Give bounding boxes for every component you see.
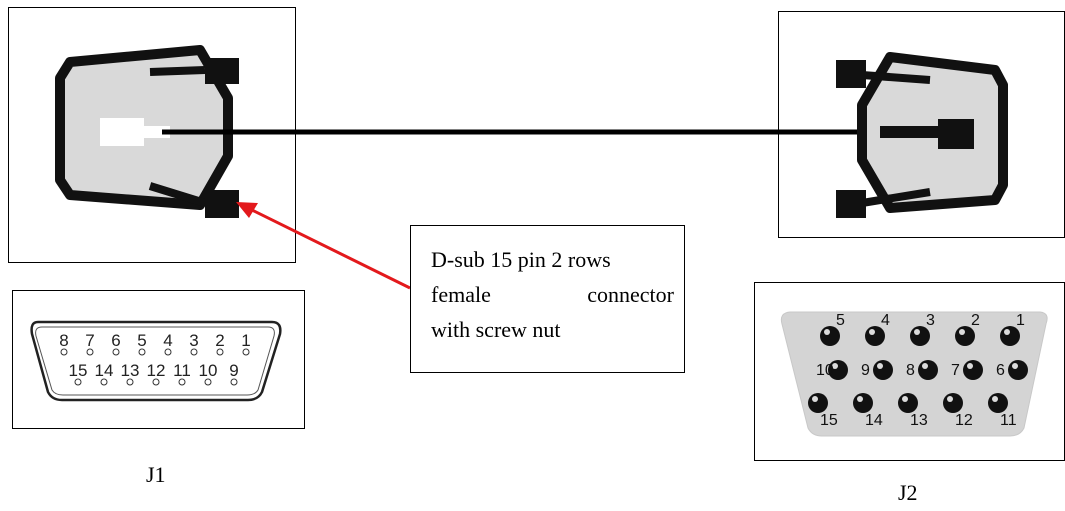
j2-pin [898, 393, 918, 413]
j1-pin-hole [126, 378, 134, 386]
j2-pin-highlight [922, 363, 928, 369]
j2-pin [873, 360, 893, 380]
j1-pin-label: 6 [111, 331, 120, 350]
j1-pin-hole [216, 348, 224, 356]
callout-line-2: female connector [431, 277, 674, 312]
j1-pin-hole [60, 348, 68, 356]
j1-pin-hole [230, 378, 238, 386]
j2-pinout-face [780, 311, 1048, 437]
j2-pin-highlight [947, 396, 953, 402]
j2-pin [820, 326, 840, 346]
j2-pin-highlight [1004, 329, 1010, 335]
j2-pin-highlight [914, 329, 920, 335]
j1-pin-label: 12 [147, 361, 166, 380]
j1-pin-label: 13 [121, 361, 140, 380]
j2-pin-highlight [992, 396, 998, 402]
j2-pin [1000, 326, 1020, 346]
j2-pin [910, 326, 930, 346]
callout-line-2-right: connector [587, 282, 674, 307]
j2-pin-highlight [824, 329, 830, 335]
j2-pin [943, 393, 963, 413]
j2-screw-top [836, 60, 931, 88]
callout-line-2-left: female [431, 282, 491, 307]
j2-pin-label: 11 [1000, 412, 1017, 429]
j2-pin [955, 326, 975, 346]
callout-box: D-sub 15 pin 2 rows female connector wit… [410, 225, 685, 373]
j1-pin-label: 14 [95, 361, 114, 380]
j1-pin-label: 1 [241, 331, 250, 350]
j2-pin [988, 393, 1008, 413]
callout-arrow [236, 202, 411, 290]
j2-pin-label: 13 [910, 412, 928, 429]
j1-pin-label: 7 [85, 331, 94, 350]
j1-pin-hole [100, 378, 108, 386]
j1-pin-label: 11 [173, 361, 191, 380]
j1-pin-hole [112, 348, 120, 356]
j2-pin-label: 6 [996, 362, 1005, 379]
j1-pin-label: 4 [163, 331, 172, 350]
j2-pin-highlight [959, 329, 965, 335]
j2-pin-label: 1 [1016, 312, 1025, 329]
j2-pin-label: 9 [861, 362, 870, 379]
j2-pin-label: 3 [926, 312, 935, 329]
j1-label: J1 [146, 462, 166, 487]
j2-pin-label: 7 [951, 362, 960, 379]
j2-pin-highlight [812, 396, 818, 402]
j1-pin-hole [164, 348, 172, 356]
j2-label: J2 [898, 480, 918, 505]
j1-pin-hole [74, 378, 82, 386]
j2-pin-label: 15 [820, 412, 838, 429]
callout-line-3: with screw nut [431, 317, 561, 342]
j1-screw-top [149, 58, 239, 84]
callout-line-1: D-sub 15 pin 2 rows [431, 247, 611, 272]
j1-pin-label: 5 [137, 331, 146, 350]
j1-pin-hole [190, 348, 198, 356]
j2-pin-label: 12 [955, 412, 973, 429]
j2-pin-group: 5 4 3 2 1 10 9 8 7 6 15 14 13 12 11 [808, 312, 1028, 429]
j2-pin [963, 360, 983, 380]
j2-pin-label: 10 [816, 362, 834, 379]
j1-screw-bottom [148, 182, 239, 218]
j2-pin [808, 393, 828, 413]
j2-pin [1008, 360, 1028, 380]
j2-pin-highlight [877, 363, 883, 369]
j2-pin-highlight [857, 396, 863, 402]
j2-pin-label: 2 [971, 312, 980, 329]
j1-pin-label: 15 [69, 361, 88, 380]
j2-pin-label: 4 [881, 312, 890, 329]
j2-pin-highlight [1012, 363, 1018, 369]
j1-pin-hole [138, 348, 146, 356]
j1-pin-hole [86, 348, 94, 356]
j2-pin [918, 360, 938, 380]
j1-pin-hole [152, 378, 160, 386]
j1-pin-hole [204, 378, 212, 386]
j1-pin-label: 2 [215, 331, 224, 350]
j2-pin [853, 393, 873, 413]
j2-pin-highlight [832, 363, 838, 369]
j1-pin-hole [178, 378, 186, 386]
j2-plug-block [938, 119, 974, 149]
j1-pin-label: 8 [59, 331, 68, 350]
j1-pin-hole [242, 348, 250, 356]
j1-plug-opening [100, 118, 144, 146]
j1-pinout-face [30, 320, 282, 402]
j2-screw-bottom [836, 188, 931, 218]
j1-pin-label: 3 [189, 331, 198, 350]
j1-pin-label: 9 [229, 361, 238, 380]
j2-pin-highlight [902, 396, 908, 402]
j2-pin-highlight [869, 329, 875, 335]
j2-pin-label: 8 [906, 362, 915, 379]
j2-pin-label: 5 [836, 312, 845, 329]
j2-pin-highlight [967, 363, 973, 369]
j2-pin-label: 14 [865, 412, 883, 429]
j1-pin-label: 10 [199, 361, 218, 380]
j2-pin [865, 326, 885, 346]
